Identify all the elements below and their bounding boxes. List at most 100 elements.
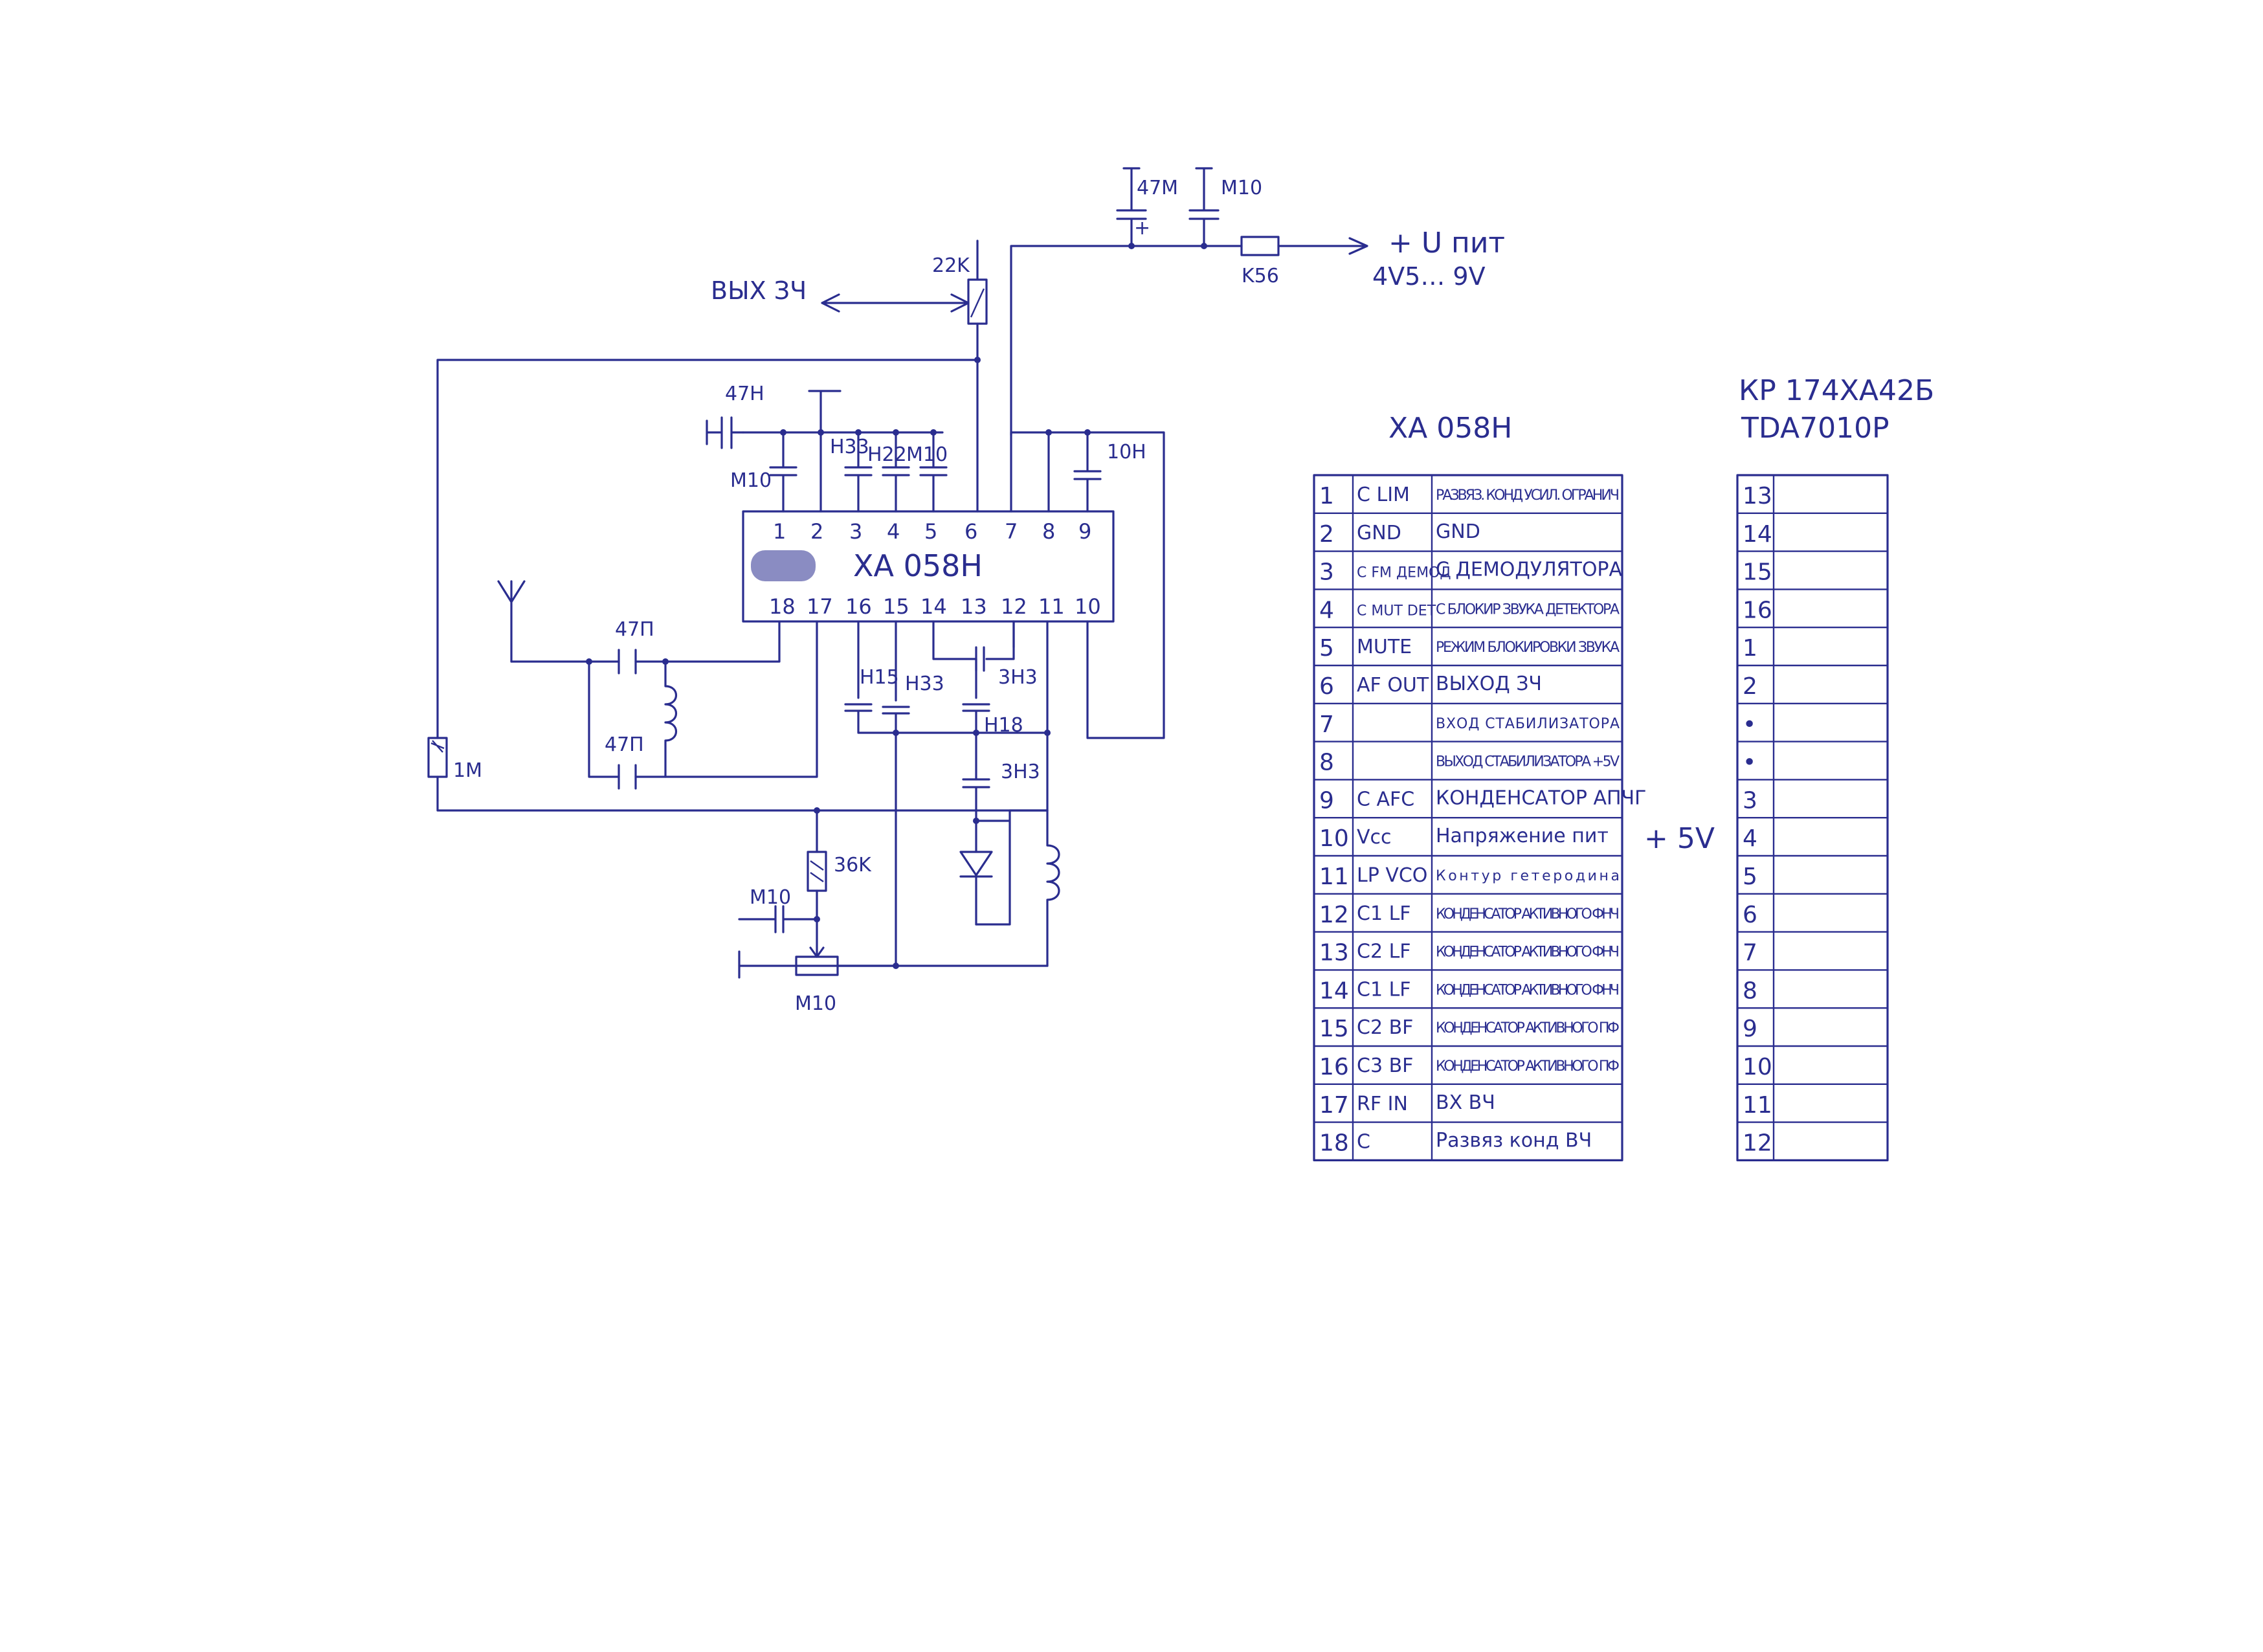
capacitor-h22-label: H22 [867, 443, 907, 466]
chip-pin-bottom: 11 [1038, 594, 1065, 619]
chip-pin-top: 8 [1042, 519, 1055, 544]
wire-tank-left [588, 660, 667, 778]
potentiometer-22k-label: 22K [932, 254, 970, 277]
capacitor-47h-label: 47H [725, 383, 764, 405]
pin-name: C MUT DET [1357, 603, 1436, 619]
chip-pin-top: 6 [964, 519, 977, 544]
pin-description: КОНДЕНСАТОР АКТИВНОГО ФНЧ [1436, 982, 1620, 998]
chip-pin-bottom: 10 [1075, 594, 1101, 619]
pin-table-side-note: + 5V [1644, 822, 1715, 855]
pin-name: C2 BF [1357, 1016, 1413, 1039]
pin-number: 16 [1319, 1054, 1349, 1080]
chip-pin-top: 4 [887, 519, 900, 544]
map-table-title-line2: TDA7010P [1741, 412, 1890, 445]
pin-description: РАЗВЯЗ. КОНД УСИЛ. ОГРАНИЧ [1436, 487, 1620, 504]
pin-name: C AFC [1357, 788, 1414, 810]
capacitor-3h3-top-label: 3H3 [998, 666, 1038, 689]
wire-pin17 [664, 620, 818, 778]
pin-number: 14 [1319, 977, 1349, 1004]
chip-pin-top: 9 [1078, 519, 1091, 544]
map-table-cell: 16 [1743, 597, 1772, 623]
capacitor-h33-bottom [882, 706, 910, 967]
pin-number: 13 [1319, 940, 1349, 966]
wire-bottom-bus [436, 776, 1049, 812]
pin-description: КОНДЕНСАТОР АПЧГ [1436, 787, 1646, 809]
capacitor-47h [706, 416, 744, 449]
capacitor-m10-pin4 [919, 431, 948, 513]
pin-name: C1 LF [1357, 902, 1411, 925]
potentiometer-22k [967, 278, 988, 325]
map-table-cell: 5 [1743, 864, 1757, 890]
map-table-cell: 9 [1743, 1016, 1757, 1042]
pin-description: КОНДЕНСАТОР АКТИВНОГО ПФ [1436, 1058, 1620, 1075]
output-label: ВЫХ ЗЧ [711, 276, 807, 305]
pin-description: С БЛОКИР ЗВУКА ДЕТЕКТОРА [1436, 601, 1620, 618]
capacitor-h18-label: H18 [984, 714, 1023, 737]
capacitor-47m-label: 47M [1137, 177, 1178, 199]
resistor-36k-label: 36K [834, 854, 872, 876]
pin-name: C2 LF [1357, 941, 1411, 963]
map-table-cell: 15 [1743, 559, 1772, 586]
capacitor-h33-bottom-label: H33 [905, 673, 944, 695]
capacitor-m10-bottom [738, 905, 818, 933]
pin-name: C3 BF [1357, 1055, 1413, 1077]
pin-name: RF IN [1357, 1093, 1408, 1115]
capacitor-47p-top-label: 47П [615, 618, 654, 641]
pin-description: Развяз конд ВЧ [1436, 1130, 1592, 1152]
pin-name: AF OUT [1357, 674, 1429, 697]
capacitor-m10-top [1188, 167, 1220, 247]
chip-pin-bottom: 18 [769, 594, 796, 619]
pin-name: LP VCO [1357, 864, 1427, 887]
capacitor-h18 [962, 703, 990, 734]
pin-name: GND [1357, 522, 1401, 544]
pin-name: C [1357, 1131, 1370, 1154]
pin-description: ВХ ВЧ [1436, 1091, 1495, 1114]
output-arrow [821, 293, 970, 313]
map-table-cell: 12 [1743, 1130, 1772, 1157]
chip-label: XA 058H [853, 548, 983, 583]
chip-pin-top: 7 [1005, 519, 1018, 544]
varicap-diode [959, 851, 993, 926]
pin-name: Vcc [1357, 826, 1392, 849]
pin-description: ВЫХОД СТАБИЛИЗАТОРА +5V [1436, 754, 1620, 770]
capacitor-m10-bottom-label: M10 [750, 886, 791, 909]
resistor-1m-label: 1M [453, 759, 482, 782]
pin-table-title: XA 058H [1388, 412, 1512, 445]
chip-body [742, 510, 1115, 623]
capacitor-m10-pin1 [769, 431, 797, 513]
pin-table-row: 8 ВЫХОД СТАБИЛИЗАТОРА +5V [1319, 750, 1620, 776]
capacitor-47m-plus: + [1134, 217, 1150, 240]
map-table-cell: 2 [1743, 673, 1757, 700]
wire-pin8-rail [1010, 431, 1165, 739]
supply-label: + U пит [1388, 227, 1505, 260]
pin-number: 9 [1319, 787, 1334, 814]
inductor-input [664, 660, 677, 778]
pin-number: 18 [1319, 1130, 1349, 1157]
pin-name: MUTE [1357, 636, 1412, 658]
map-table-cell: • [1743, 750, 1756, 776]
capacitor-47m [1116, 167, 1147, 247]
pin-table-row: 18 C Развяз конд ВЧ [1319, 1130, 1592, 1157]
wire-vco-loop [975, 809, 1049, 926]
capacitor-3h3-top [975, 646, 985, 672]
pin-description: КОНДЕНСАТОР АКТИВНОГО ФНЧ [1436, 906, 1620, 922]
capacitor-m10-pin1-label: M10 [730, 469, 772, 492]
wire-antenna [510, 620, 781, 663]
capacitor-m10-top-label: M10 [1221, 177, 1262, 199]
pin-name: C1 LF [1357, 978, 1411, 1001]
map-table-cell: 1 [1743, 635, 1757, 662]
capacitor-3h3-bottom-label: 3H3 [1001, 761, 1040, 783]
pin-number: 8 [1319, 750, 1334, 776]
pin-number: 2 [1319, 521, 1334, 548]
pin-table-row: 5 MUTE РЕЖИМ БЛОКИРОВКИ ЗВУКА [1319, 635, 1620, 662]
pin-number: 5 [1319, 635, 1334, 662]
pin-description: РЕЖИМ БЛОКИРОВКИ ЗВУКА [1436, 640, 1620, 656]
